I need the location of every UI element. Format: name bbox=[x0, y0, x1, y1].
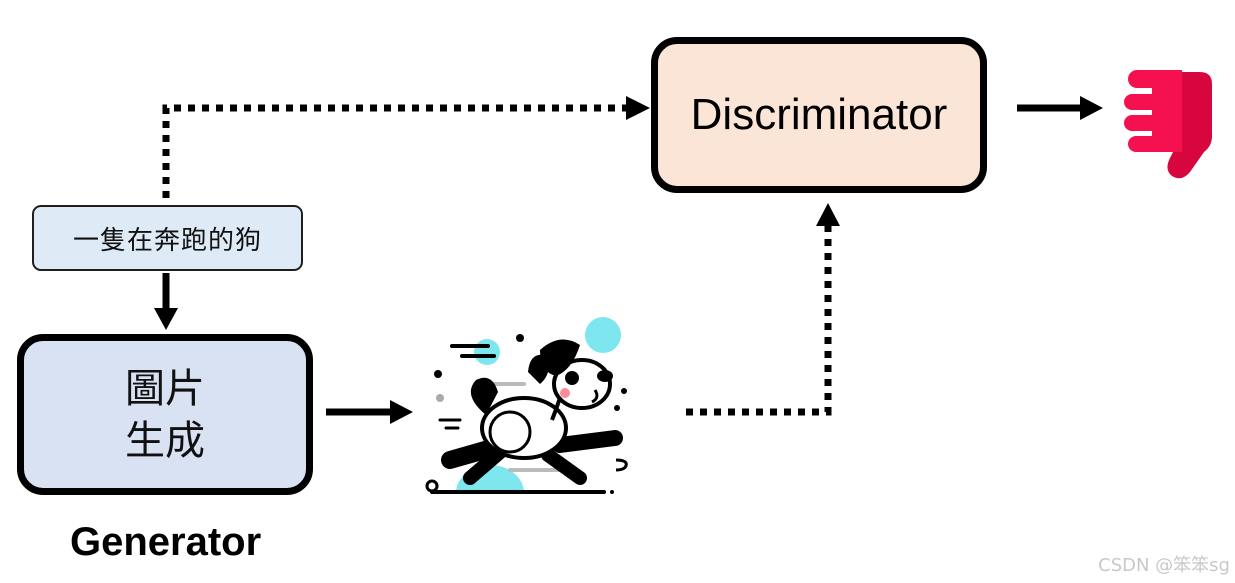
arrowhead-prompt-to-discriminator bbox=[626, 96, 650, 120]
prompt-box: 一隻在奔跑的狗 bbox=[32, 205, 303, 271]
arrowhead-generator-to-image bbox=[390, 400, 413, 424]
arrow-image-to-discriminator bbox=[686, 226, 832, 416]
arrowhead-image-to-discriminator bbox=[816, 203, 840, 226]
generator-line-1: 圖片 bbox=[125, 365, 205, 412]
discriminator-box: Discriminator bbox=[651, 37, 987, 193]
generator-caption: Generator bbox=[70, 520, 262, 564]
watermark: CSDN @笨笨sg bbox=[1098, 555, 1230, 576]
discriminator-label: Discriminator bbox=[690, 90, 948, 139]
generator-box: 圖片 生成 bbox=[17, 334, 313, 495]
prompt-text: 一隻在奔跑的狗 bbox=[72, 225, 262, 256]
arrowhead-discriminator-to-verdict bbox=[1080, 96, 1103, 120]
generator-line-2: 生成 bbox=[125, 417, 205, 464]
arrowhead-prompt-to-generator bbox=[154, 308, 178, 330]
arrow-prompt-to-discriminator bbox=[162, 104, 628, 198]
